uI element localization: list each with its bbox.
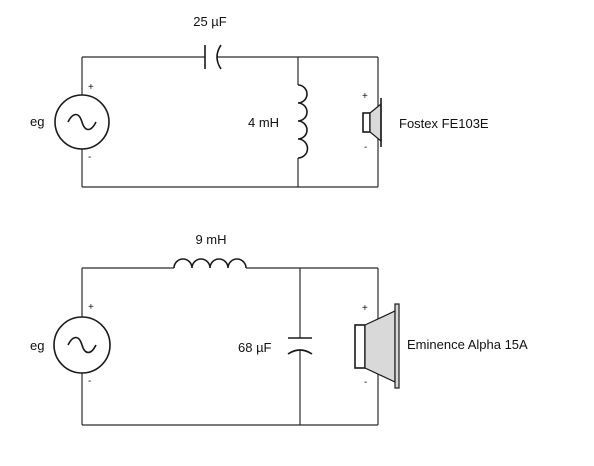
speaker-minus: -	[364, 377, 367, 388]
series-capacitor	[204, 44, 222, 70]
shunt-inductor	[297, 84, 309, 159]
inductor-label: 9 mH	[195, 232, 226, 247]
speaker-icon	[362, 98, 382, 147]
speaker-plus: +	[362, 303, 368, 314]
voltage-source	[54, 94, 110, 150]
low-pass-circuit: 9 mH eg + - 68 µF + - Eminence Alp	[30, 232, 528, 426]
capacitor-label: 68 µF	[238, 340, 272, 355]
series-inductor	[173, 258, 247, 269]
speaker-label: Fostex FE103E	[399, 116, 489, 131]
speaker-plus: +	[362, 91, 368, 102]
source-label: eg	[30, 114, 44, 129]
source-label: eg	[30, 338, 44, 353]
speaker-label: Eminence Alpha 15A	[407, 337, 528, 352]
source-plus: +	[88, 82, 94, 93]
source-minus: -	[88, 152, 91, 163]
shunt-capacitor	[287, 337, 313, 355]
source-minus: -	[88, 376, 91, 387]
speaker-minus: -	[364, 142, 367, 153]
speaker-icon	[354, 303, 400, 389]
voltage-source	[53, 316, 111, 374]
capacitor-label: 25 µF	[193, 14, 227, 29]
high-pass-circuit: 25 µF eg + - 4 mH + - Fostex FE103E	[30, 14, 489, 188]
inductor-label: 4 mH	[248, 115, 279, 130]
source-plus: +	[88, 302, 94, 313]
